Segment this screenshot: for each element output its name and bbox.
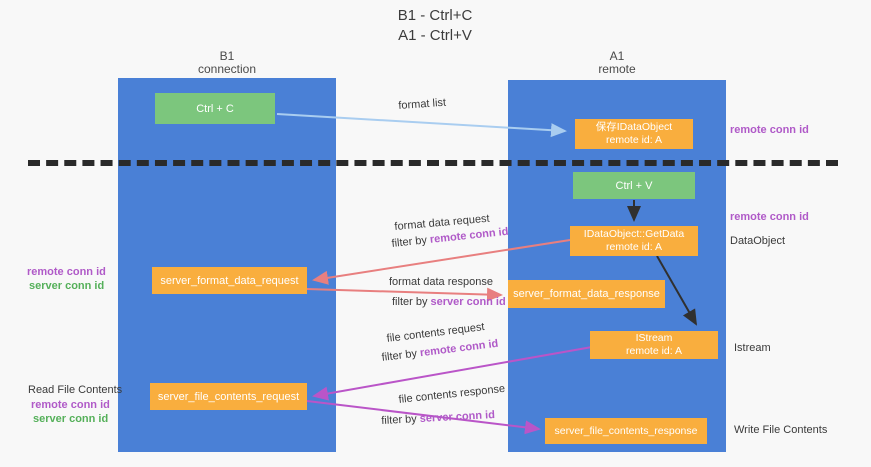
server-file-contents-request-label: server_file_contents_request xyxy=(157,390,300,403)
getdata-line2: remote id: A xyxy=(605,241,663,253)
node-save-idataobject: 保存IDataObject remote id: A xyxy=(575,119,693,149)
left-column-header: B1 connection xyxy=(118,50,336,76)
title-line-2: A1 - Ctrl+V xyxy=(398,27,472,44)
format-data-response-label: format data response xyxy=(389,276,493,288)
filter-by-text-1: filter by xyxy=(391,233,431,250)
filter-by-text-4: filter by xyxy=(381,412,421,427)
ctrl-c-label: Ctrl + C xyxy=(196,102,234,115)
server-format-data-request-label: server_format_data_request xyxy=(160,274,299,287)
remote-conn-id-text-2: remote conn id xyxy=(419,337,499,360)
read-server-conn-id-annotation: server conn id xyxy=(33,413,109,425)
remote-conn-id-annotation-top: remote conn id xyxy=(730,124,809,136)
filter-by-text-3: filter by xyxy=(381,347,421,364)
right-column-role: remote xyxy=(598,62,636,76)
node-ctrl-v: Ctrl + V xyxy=(573,172,695,199)
right-column-header: A1 remote xyxy=(508,50,726,76)
node-ctrl-c: Ctrl + C xyxy=(155,93,275,124)
read-file-contents-annotation: Read File Contents xyxy=(28,384,123,396)
diagram-title: B1 - Ctrl+C A1 - Ctrl+V xyxy=(330,6,540,46)
server-conn-id-text-2: server conn id xyxy=(419,409,496,425)
filter-by-server-conn-id-label-2: filter by server conn id xyxy=(381,409,495,427)
format-list-label: format list xyxy=(398,96,447,112)
left-remote-conn-id-annotation: remote conn id xyxy=(27,266,106,278)
dataobject-annotation: DataObject xyxy=(730,235,786,247)
ctrl-v-label: Ctrl + V xyxy=(615,179,653,192)
left-server-conn-id-annotation: server conn id xyxy=(29,280,105,292)
format-data-response-arrow xyxy=(306,287,503,302)
write-file-contents-annotation: Write File Contents xyxy=(734,424,828,436)
node-server-file-contents-request: server_file_contents_request xyxy=(150,383,307,410)
istream-line2: remote id: A xyxy=(625,345,683,357)
read-remote-conn-id-annotation: remote conn id xyxy=(31,399,110,411)
copy-paste-separator-line xyxy=(28,160,838,166)
istream-line1: IStream xyxy=(635,332,673,344)
node-idataobject-getdata: IDataObject::GetData remote id: A xyxy=(570,226,698,256)
node-server-file-contents-response: server_file_contents_response xyxy=(545,418,707,444)
server-format-data-response-label: server_format_data_response xyxy=(513,288,660,300)
node-server-format-data-response: server_format_data_response xyxy=(508,280,665,308)
remote-conn-id-annotation-mid: remote conn id xyxy=(730,211,809,223)
filter-by-text-2: filter by xyxy=(392,296,431,308)
right-column-name: A1 xyxy=(609,49,625,63)
istream-annotation: Istream xyxy=(734,342,771,354)
server-conn-id-text-1: server conn id xyxy=(430,296,506,308)
save-idataobject-line2: remote id: A xyxy=(605,134,663,146)
left-column-name: B1 xyxy=(219,49,235,63)
left-column-role: connection xyxy=(197,62,257,76)
title-line-1: B1 - Ctrl+C xyxy=(397,7,473,24)
file-contents-response-label: file contents response xyxy=(398,382,506,406)
getdata-line1: IDataObject::GetData xyxy=(583,228,685,240)
node-server-format-data-request: server_format_data_request xyxy=(152,267,307,294)
filter-by-server-conn-id-label-1: filter by server conn id xyxy=(392,296,506,308)
node-istream: IStream remote id: A xyxy=(590,331,718,359)
server-file-contents-response-label: server_file_contents_response xyxy=(554,425,698,437)
save-idataobject-line1: 保存IDataObject xyxy=(595,121,673,133)
